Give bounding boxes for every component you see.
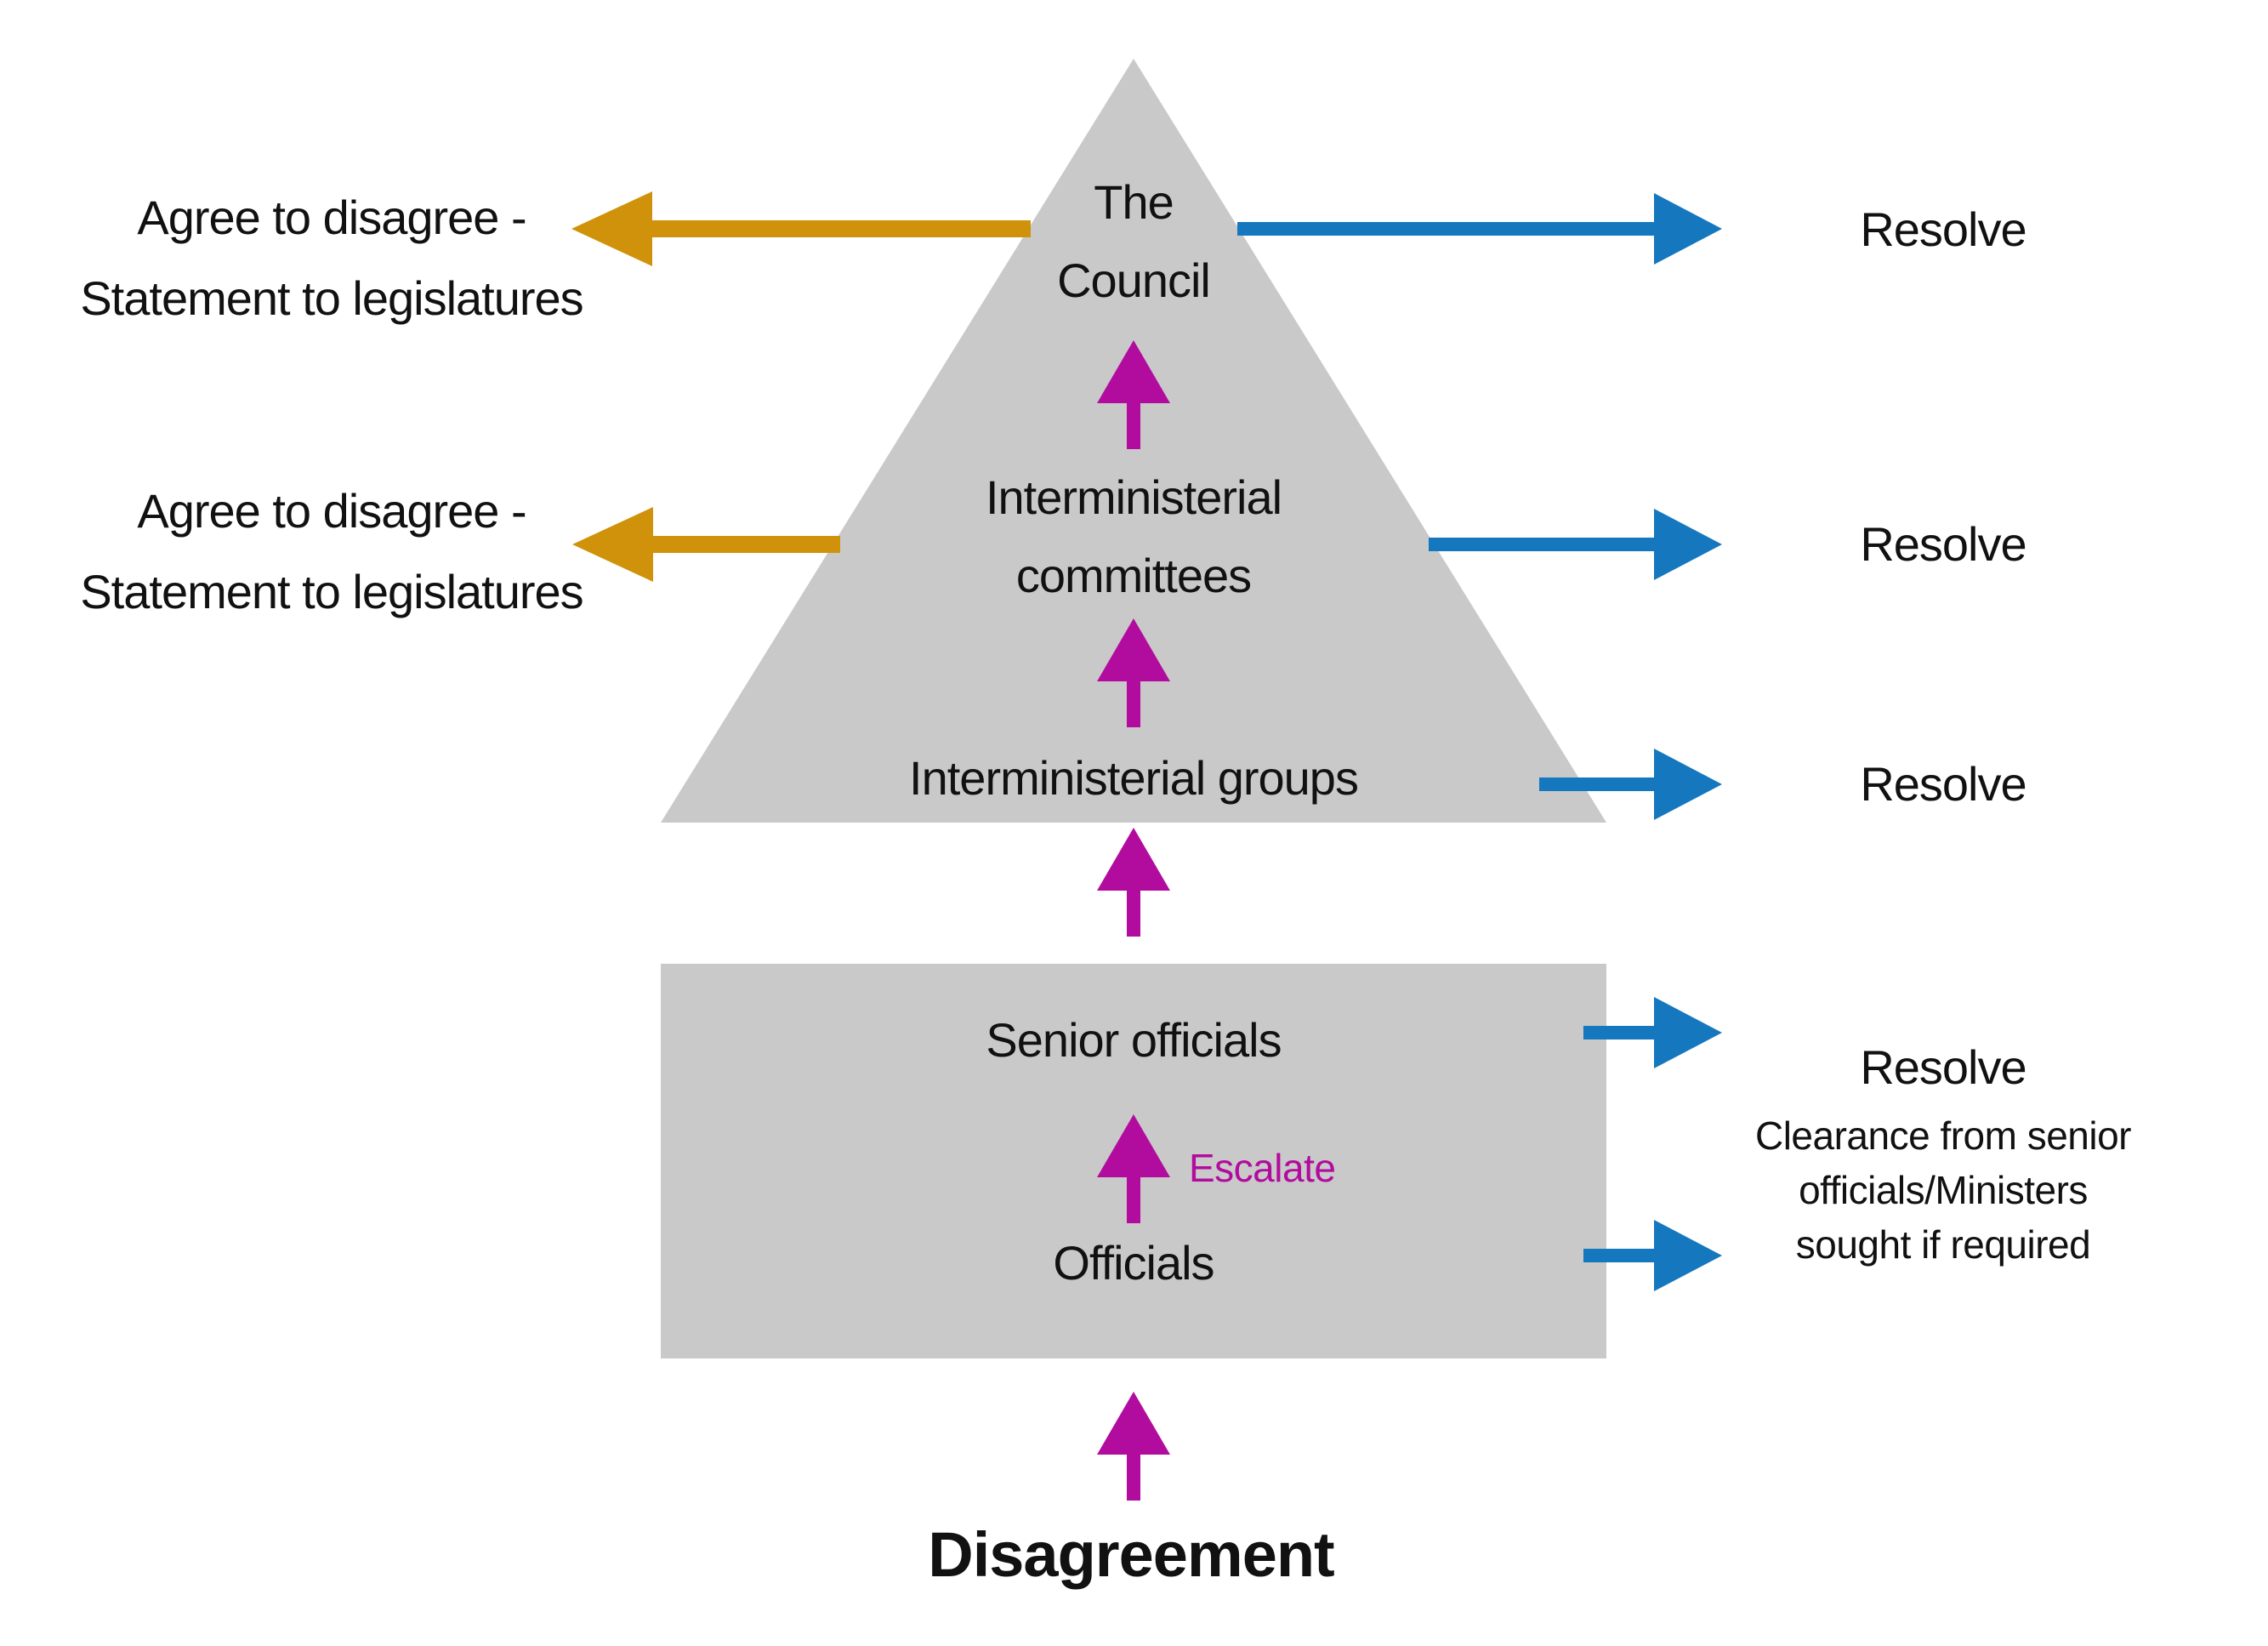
arrow-head [1097,1114,1170,1177]
agree-to-disagree-text-2: Agree to disagree - Statement to legisla… [77,470,587,632]
arrow-shaft [1127,1177,1140,1223]
groups-label: Interministerial groups [909,751,1359,805]
arrow-shaft [1127,403,1140,449]
resolve-arrow-head-icon [1654,509,1722,580]
resolve-arrow-line [1583,1026,1658,1039]
agree-text-line2: Statement to legislatures [80,565,583,618]
resolve-label-3: Resolve [1860,757,2026,811]
council-label-line2: Council [1057,253,1211,307]
agree-text-line1: Agree to disagree - [137,484,526,538]
escalate-up-arrow-icon-3 [1097,828,1170,937]
arrow-head [1097,340,1170,403]
officials-label: Officials [1053,1236,1214,1290]
arrow-shaft [1127,681,1140,727]
resolve-arrow-head-icon [1654,749,1722,820]
resolve-label-4: Resolve [1860,1040,2026,1094]
arrow-shaft [1127,891,1140,937]
escalate-up-arrow-icon-5 [1097,340,1170,449]
arrow-shaft [1127,1455,1140,1501]
resolve-label-2: Resolve [1860,517,2026,571]
senior-officials-label: Senior officials [986,1013,1282,1067]
council-label-line1: The [1094,175,1174,229]
resolve-arrow-line [1237,222,1658,236]
agree-to-disagree-text-1: Agree to disagree - Statement to legisla… [77,177,587,339]
clearance-note-line3: sought if required [1795,1222,2091,1267]
resolve-arrow-head-icon [1654,997,1722,1068]
escalate-up-arrow-icon-1 [1097,1392,1170,1501]
resolve-arrow-head-icon [1654,193,1722,265]
arrow-head [1097,1392,1170,1455]
council-label: The Council [963,163,1304,320]
agree-text-line2: Statement to legislatures [80,271,583,325]
arrow-head [1097,828,1170,891]
clearance-note: Clearance from senior officials/Minister… [1688,1108,2198,1272]
committees-label-line2: committees [1015,549,1252,602]
agree-arrow-line [642,220,1031,237]
escalate-up-arrow-icon-4 [1097,618,1170,727]
committees-label-line1: Interministerial [985,470,1282,524]
clearance-note-line1: Clearance from senior [1754,1113,2132,1158]
agree-text-line1: Agree to disagree - [137,191,526,244]
disagreement-label: Disagreement [928,1519,1334,1590]
committees-label: Interministerial committees [878,458,1389,615]
resolve-arrow-line [1539,777,1658,791]
resolve-label-1: Resolve [1860,202,2026,256]
agree-arrow-line [643,536,840,553]
resolve-arrow-line [1429,538,1658,551]
escalate-label: Escalate [1189,1146,1336,1190]
arrow-head [1097,618,1170,681]
clearance-note-line2: officials/Ministers [1799,1168,2088,1212]
resolve-arrow-line [1583,1249,1658,1262]
escalate-up-arrow-icon-2 [1097,1114,1170,1223]
